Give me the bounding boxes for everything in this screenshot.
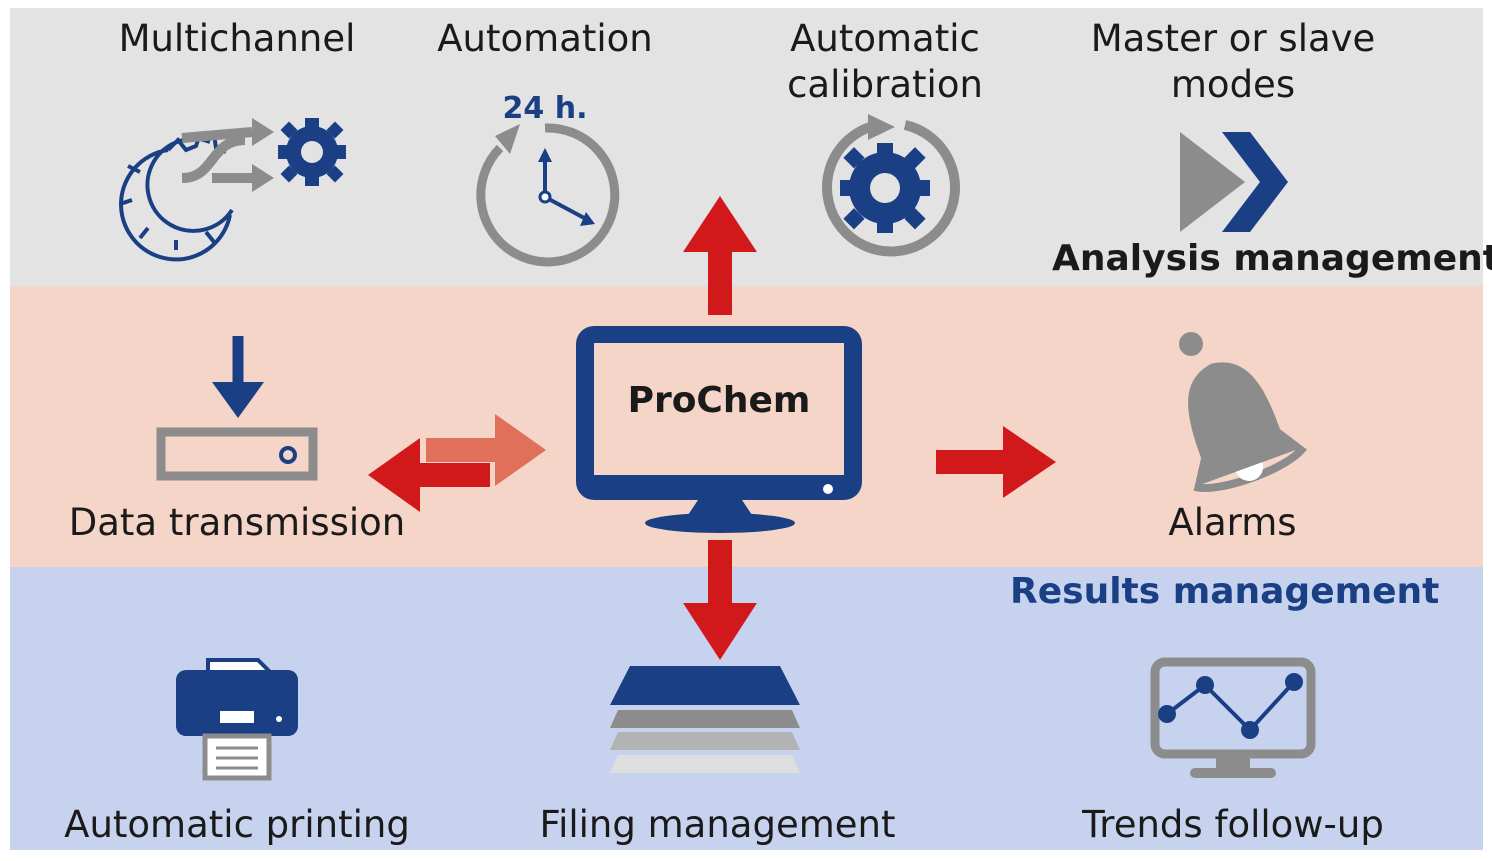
printer-icon	[176, 658, 298, 781]
feature-alarms: Alarms	[1168, 501, 1297, 544]
feature-printing: Automatic printing	[64, 803, 410, 846]
layers-icon	[610, 666, 800, 773]
automation-badge: 24 h.	[502, 91, 588, 126]
download-drive-icon	[156, 336, 318, 481]
feature-modes-line2: modes	[1170, 63, 1296, 106]
feature-calibration-line2: calibration	[787, 63, 983, 106]
bell-icon	[1179, 332, 1307, 492]
computer-monitor-icon	[576, 326, 862, 533]
fast-forward-icon	[1180, 132, 1288, 232]
feature-trends: Trends follow-up	[1082, 803, 1384, 846]
feature-filing: Filing management	[539, 803, 896, 846]
arrow-right	[936, 426, 1056, 498]
clock-icon	[476, 123, 620, 267]
feature-multichannel: Multichannel	[118, 17, 356, 60]
arrow-down	[683, 540, 757, 660]
feature-data-transmission: Data transmission	[68, 501, 406, 544]
multichannel-gear-icon	[119, 118, 274, 262]
arrow-up	[683, 196, 757, 315]
feature-automation: Automation	[437, 17, 653, 60]
bidirectional-arrow	[368, 414, 546, 512]
results-band-title: Results management	[1010, 571, 1440, 612]
small-gear-icon	[278, 118, 346, 186]
analysis-band-title: Analysis management	[1052, 238, 1492, 279]
feature-modes-line1: Master or slave	[1090, 17, 1376, 60]
prochem-label: ProChem	[627, 380, 811, 421]
feature-calibration-line1: Automatic	[790, 17, 980, 60]
trend-monitor-icon	[1150, 657, 1316, 778]
calibration-gear-icon	[822, 114, 961, 257]
